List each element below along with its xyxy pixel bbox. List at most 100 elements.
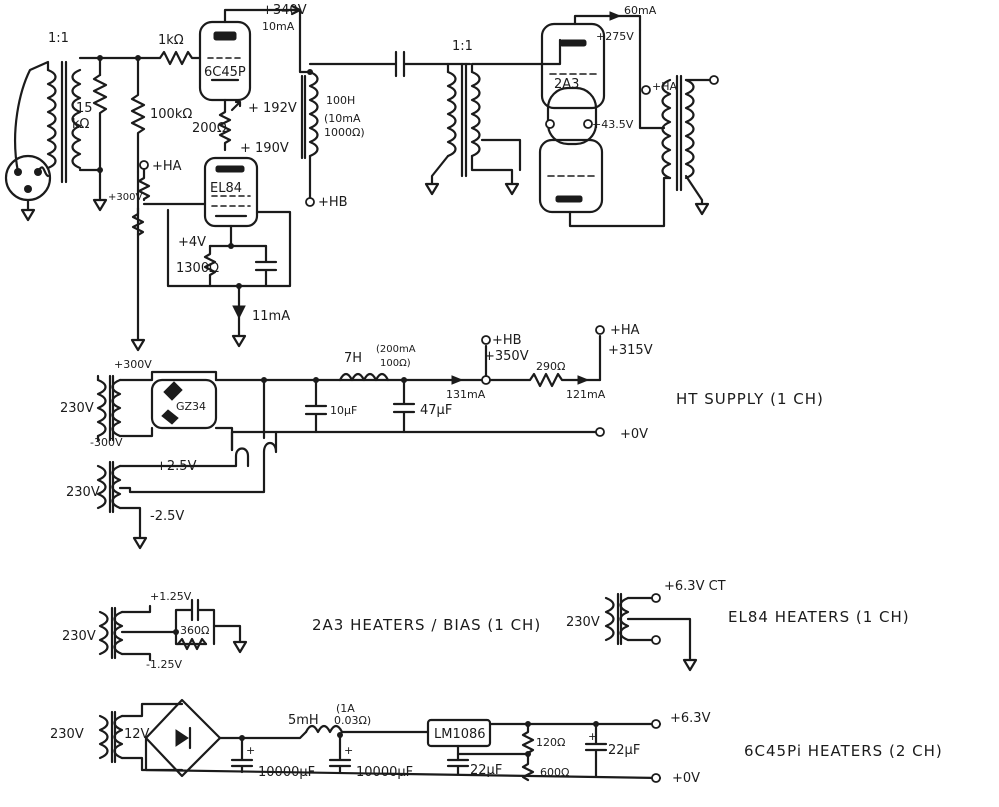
heater-2a3-transformer <box>98 610 109 656</box>
heater-6c45-transformer <box>98 714 109 760</box>
heater-choke-value: 5mH <box>288 713 319 728</box>
ht-series-resistor <box>488 372 602 388</box>
ha-voltage: +315V <box>608 343 653 358</box>
heater-6c45-out-plus: +6.3V <box>670 711 711 726</box>
node-ha: +HA <box>152 159 182 174</box>
ht-mains-voltage: 230V <box>60 401 94 416</box>
interstage-r-value: 200Ω <box>192 121 227 136</box>
heater-2a3-minus: -1.25V <box>146 658 182 671</box>
filter-cap-1 <box>304 378 328 434</box>
driver-tube-label: 6C45P <box>204 65 246 80</box>
interstage-xfmr-ratio: 1:1 <box>452 39 473 54</box>
load-resistor-value: 15 <box>76 101 93 116</box>
heater-6c45-secondary: 12V <box>124 727 150 742</box>
hb-voltage: +350V <box>484 349 529 364</box>
reservoir-cap-2 <box>328 733 352 774</box>
ht-choke-resistance: 100Ω) <box>380 358 411 369</box>
heater-el84-out: +6.3V CT <box>664 579 726 594</box>
choke-current: (10mA <box>324 112 361 125</box>
choke-node-hb: +HB <box>318 195 348 210</box>
reservoir-cap-2-value: 10000µF <box>356 765 413 780</box>
filter-cap-2 <box>392 378 416 434</box>
el84-tube-label: EL84 <box>210 181 242 196</box>
ht-v-minus: -300V <box>90 436 123 449</box>
heaters-el84-title: EL84 HEATERS (1 CH) <box>728 608 910 626</box>
ht-zero: +0V <box>620 427 648 442</box>
ht-mains-transformer <box>96 378 107 438</box>
output-cap-1-value: 22µF <box>470 763 502 778</box>
interstage-resistor <box>218 98 232 152</box>
heater-choke-current: (1A <box>336 702 355 715</box>
heater-el84-mains: 230V <box>566 615 600 630</box>
ht-v-plus: +300V <box>114 358 152 371</box>
choke-inductance: 100H <box>326 94 355 107</box>
load-resistor <box>92 73 108 202</box>
bias-resistor: 360Ω <box>180 624 209 637</box>
choke-resistance: 1000Ω) <box>324 126 365 139</box>
heater-minus: -2.5V <box>150 509 184 524</box>
filter-cap-2-value: 47µF <box>420 403 452 418</box>
output-cap-2-value: 22µF <box>608 743 640 758</box>
output-stage: 1:1 2A3 +43.5V 60mA +275V +HA <box>424 4 719 228</box>
ht-choke-current: (200mA <box>376 344 416 355</box>
cathode-current: 11mA <box>252 309 290 324</box>
ht-supply: 230V +300V -300V GZ34 230V +2.5V -2.5V 1… <box>60 323 824 550</box>
heater-choke <box>304 724 344 734</box>
driver-tube-6c45p: 6C45P <box>198 20 252 102</box>
driver-plate-voltage: +340V <box>262 3 307 18</box>
grid-stopper-value: 1kΩ <box>158 33 184 48</box>
adjust-r-bottom: 600Ω <box>540 766 569 779</box>
hb-label: +HB <box>492 333 522 348</box>
reservoir-cap-1 <box>230 736 254 774</box>
heater-el84-transformer <box>604 596 615 642</box>
heaters-el84: 230V +6.3V CT EL84 HEATERS (1 CH) <box>566 579 910 672</box>
bias-network <box>174 598 216 646</box>
output-cap-2 <box>584 722 608 778</box>
rectifier-gz34: GZ34 <box>150 378 218 430</box>
output-ha: +HA <box>652 80 677 93</box>
ha-label: +HA <box>610 323 640 338</box>
plus-sign-cap1: + <box>246 744 255 757</box>
heater-2a3-plus: +1.25V <box>150 590 192 603</box>
grid-leak-resistor <box>130 56 146 174</box>
anode-choke <box>308 70 319 158</box>
cathode-voltage-2a3: +43.5V <box>592 118 634 131</box>
regulator-label: LM1086 <box>434 727 486 742</box>
adjust-r-top: 120Ω <box>536 736 565 749</box>
heater-plus: +2.5V <box>156 459 197 474</box>
series-resistor-value: 290Ω <box>536 360 565 373</box>
ht-supply-title: HT SUPPLY (1 CH) <box>676 390 824 408</box>
node-190v: + 190V <box>240 141 289 156</box>
heater-choke-resistance: 0.03Ω) <box>334 714 371 727</box>
heaters-2a3-title: 2A3 HEATERS / BIAS (1 CH) <box>312 616 541 634</box>
load-resistor-unit: kΩ <box>72 117 90 132</box>
regulator-lm1086: LM1086 <box>426 718 492 748</box>
input-stage: 1:1 15 kΩ 100kΩ 1kΩ 6C45P +340V 10mA <box>4 3 472 352</box>
ha-current: 121mA <box>566 388 606 401</box>
plate-voltage-2a3: +275V <box>596 30 634 43</box>
interstage-transformer <box>446 70 457 158</box>
plate-current-2a3: 60mA <box>624 4 657 17</box>
bridge-rectifier <box>144 698 222 778</box>
heater-6c45-mains: 230V <box>50 727 84 742</box>
driver-plate-current: 10mA <box>262 20 295 33</box>
input-xfmr-ratio: 1:1 <box>48 31 69 46</box>
grid-leak-value: 100kΩ <box>150 107 192 122</box>
node-300v: +300V <box>108 192 142 203</box>
reservoir-cap-1-value: 10000µF <box>258 765 315 780</box>
heater-2a3-mains: 230V <box>62 629 96 644</box>
heaters-6c45-title: 6C45Pi HEATERS (2 CH) <box>744 742 943 760</box>
ht-choke-value: 7H <box>344 351 362 366</box>
cathode-voltage: +4V <box>178 235 206 250</box>
node-192v: + 192V <box>248 101 297 116</box>
output-transformer <box>661 78 672 180</box>
output-cap-1 <box>446 758 470 776</box>
hb-current: 131mA <box>446 388 486 401</box>
heaters-2a3: 230V +1.25V -1.25V 360Ω 2A3 HEATERS / BI… <box>62 590 541 671</box>
filter-cap-1-value: 10µF <box>330 404 357 417</box>
grid-stopper-resistor <box>136 50 202 66</box>
xlr-input-connector <box>4 154 52 222</box>
plus-sign-cap2: + <box>344 744 353 757</box>
